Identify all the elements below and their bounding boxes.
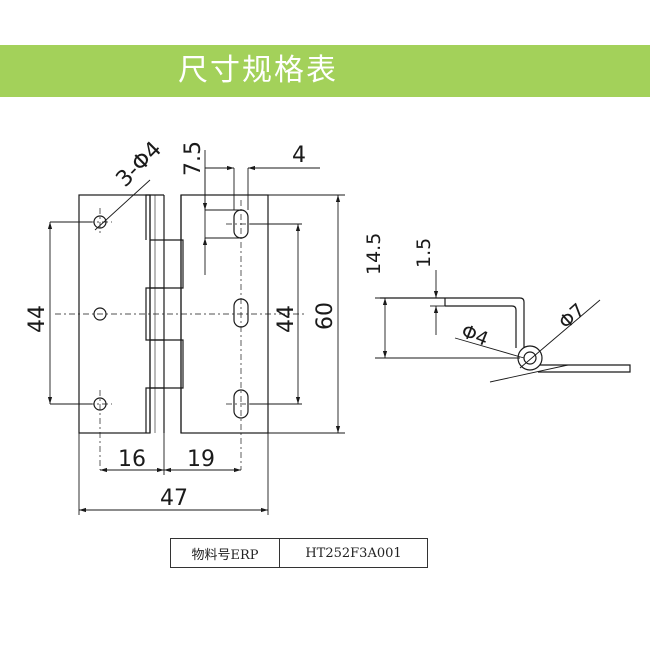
page-title: 尺寸规格表 xyxy=(178,53,338,88)
pin-leader xyxy=(454,337,525,359)
pin-diameter-label: Φ4 xyxy=(458,320,491,351)
title-banner: 尺寸规格表 xyxy=(0,45,650,97)
side-view xyxy=(380,297,631,373)
spec-table: 物料号ERP HT252F3A001 xyxy=(170,538,428,568)
knuckle-leader xyxy=(519,299,601,369)
total-height-label: 60 xyxy=(313,302,338,330)
right-offset-label: 19 xyxy=(187,447,215,472)
knuckle-diameter-label: Φ7 xyxy=(555,299,590,333)
right-slot-bottom xyxy=(233,389,249,419)
thickness-label: 1.5 xyxy=(413,238,435,268)
slot-height-label: 7.5 xyxy=(181,141,206,176)
slot-width-label: 4 xyxy=(292,143,306,168)
side-height-label: 14.5 xyxy=(363,233,385,275)
left-height-label: 44 xyxy=(25,305,50,333)
spec-label-cell: 物料号ERP xyxy=(171,539,280,567)
spec-value-cell: HT252F3A001 xyxy=(305,545,402,561)
left-offset-label: 16 xyxy=(118,447,146,472)
total-width-label: 47 xyxy=(160,486,188,511)
holes-label: 3-Φ4 xyxy=(112,137,167,192)
pin-circle xyxy=(523,351,537,365)
right-inner-height-label: 44 xyxy=(274,305,299,333)
holes-leader xyxy=(94,179,151,231)
